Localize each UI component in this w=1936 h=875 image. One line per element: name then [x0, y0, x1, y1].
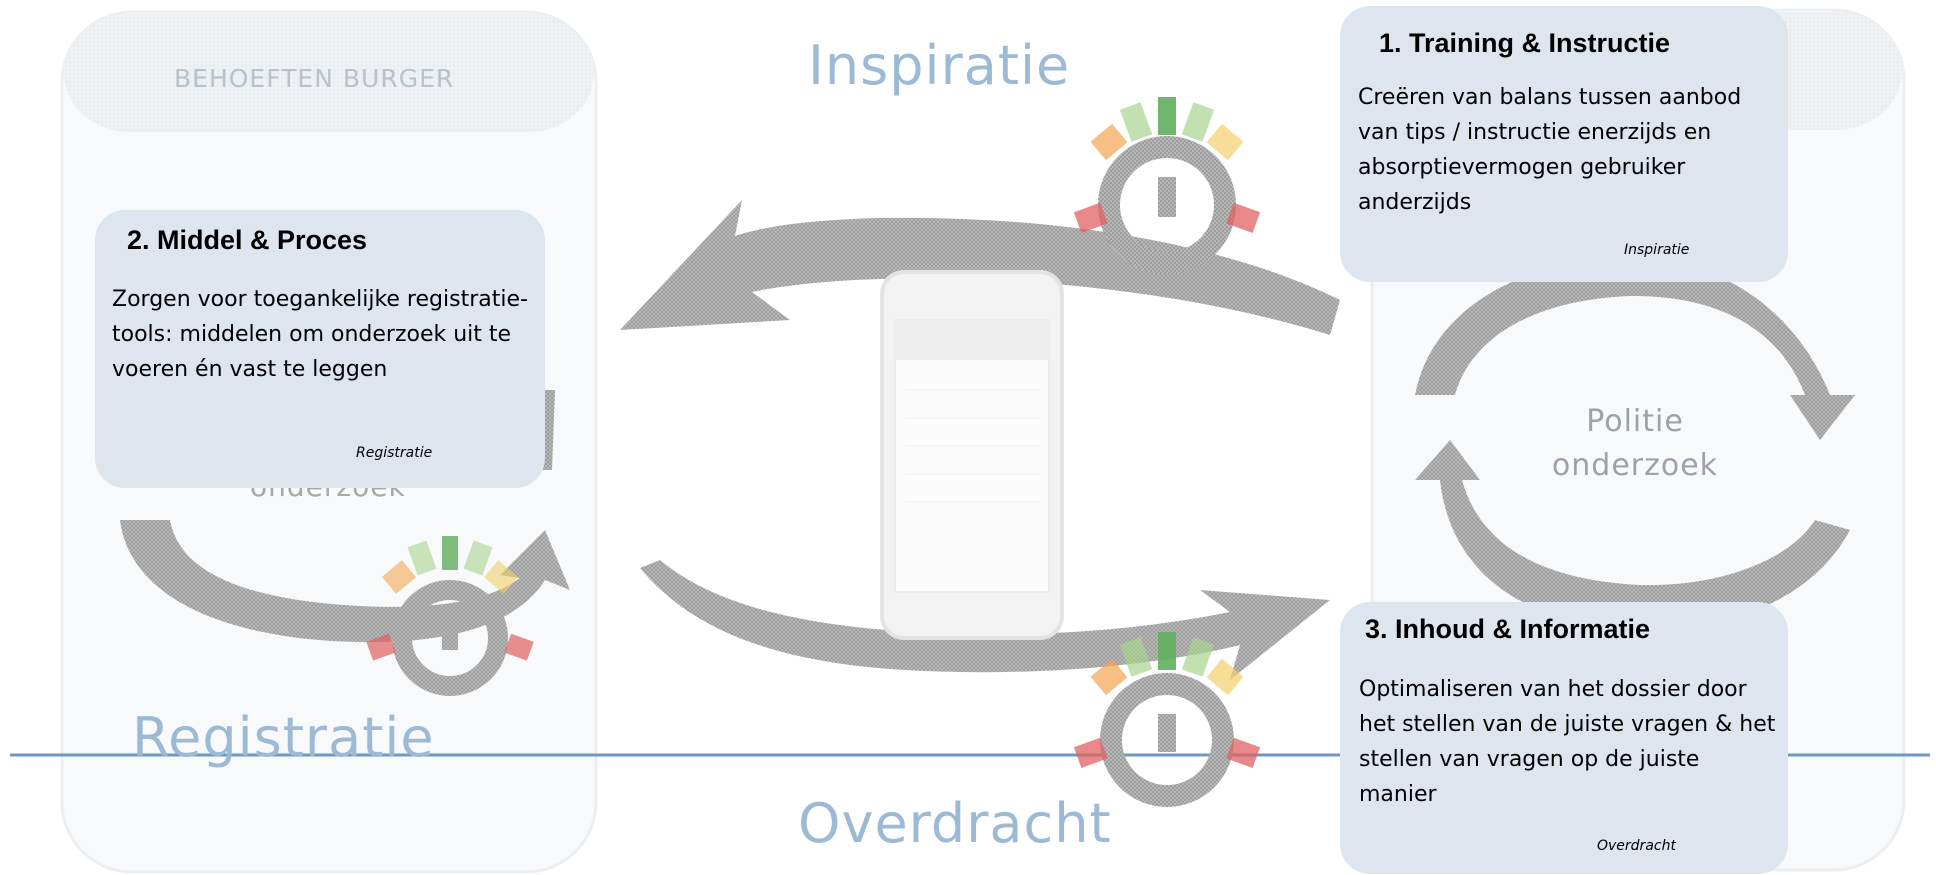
card-inhoud-informatie: 3. Inhoud & Informatie Optimaliseren van… [1340, 602, 1788, 874]
card-title: 3. Inhoud & Informatie [1365, 614, 1651, 644]
card-title: 1. Training & Instructie [1379, 28, 1671, 58]
speedometer-icon [1073, 632, 1261, 807]
speedometer-icon [366, 536, 534, 696]
center-label-line1: Politie [1586, 404, 1684, 439]
phase-label-overdracht: Overdracht [798, 792, 1112, 855]
smartphone-icon [880, 270, 1064, 640]
cycle-arrow-icon [1415, 257, 1855, 629]
phase-label-registratie: Registratie [132, 706, 435, 769]
card-tag: Overdracht [1597, 838, 1676, 854]
cycle-arrow-icon [120, 520, 570, 643]
cycle-arrow-icon [620, 200, 1340, 335]
card-body: Zorgen voor toegankelijke registratie-to… [112, 287, 528, 382]
center-label: Politie onderzoek [1505, 400, 1765, 488]
center-label-line2: onderzoek [1551, 448, 1719, 483]
card-training-instructie: 1. Training & Instructie Creëren van bal… [1340, 6, 1788, 282]
speedometer-icon [1073, 97, 1261, 274]
phase-label-inspiratie: Inspiratie [808, 34, 1071, 97]
left-panel-header: BEHOEFTEN BURGER [174, 64, 455, 93]
cycle-arrow-icon [640, 560, 1330, 680]
card-body: Optimaliseren van het dossier door het s… [1359, 677, 1776, 807]
card-tag: Registratie [356, 445, 433, 461]
card-tag: Inspiratie [1624, 242, 1690, 258]
card-middel-proces: 2. Middel & Proces Zorgen voor toegankel… [95, 210, 545, 488]
card-body: Creëren van balans tussen aanbod van tip… [1358, 85, 1742, 215]
card-title: 2. Middel & Proces [127, 225, 368, 255]
